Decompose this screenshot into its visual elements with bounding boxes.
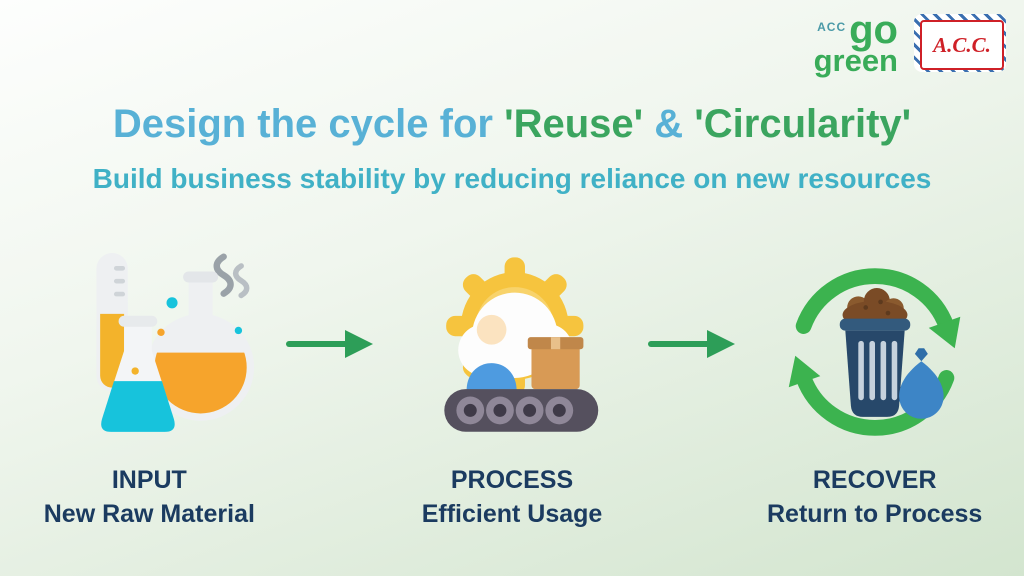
page-subtitle: Build business stability by reducing rel… [92, 163, 932, 194]
stage-input-label: INPUT [111, 466, 187, 494]
logo-green-text: green [813, 43, 898, 78]
production-line-icon [396, 222, 628, 454]
title-highlight-reuse: 'Reuse' [504, 102, 644, 146]
flow-arrow-1 [285, 324, 377, 369]
title-connector: & [643, 102, 695, 146]
stage-recover-label: RECOVER [812, 466, 937, 494]
acc-badge-text: A.C.C. [933, 32, 991, 57]
process-flow: INPUT New Raw Material [20, 222, 1004, 529]
flasks-icon [43, 222, 255, 454]
acc-badge-frame: A.C.C. [920, 20, 1004, 70]
recycle-bin-icon [773, 222, 977, 454]
acc-badge-logo: A.C.C. [914, 14, 1006, 72]
stage-recover-sublabel: Return to Process [767, 500, 983, 528]
logo-area: ACC go green A.C.C. [813, 8, 1006, 78]
title-prefix: Design the cycle for [112, 102, 505, 146]
stage-input: INPUT New Raw Material [20, 222, 279, 529]
stage-process-sublabel: Efficient Usage [421, 500, 603, 528]
stage-process-label: PROCESS [450, 466, 574, 494]
page-title: Design the cycle for 'Reuse' & 'Circular… [0, 102, 1024, 147]
stage-recover: RECOVER Return to Process [745, 222, 1004, 529]
go-green-logo: ACC go green [813, 8, 898, 78]
stage-process: PROCESS Efficient Usage [383, 222, 642, 529]
title-highlight-circularity: 'Circularity' [694, 102, 912, 146]
logo-go-text: go [849, 8, 898, 52]
stage-input-sublabel: New Raw Material [43, 500, 255, 528]
flow-arrow-2 [647, 324, 739, 369]
logo-acc-small-text: ACC [817, 20, 847, 34]
